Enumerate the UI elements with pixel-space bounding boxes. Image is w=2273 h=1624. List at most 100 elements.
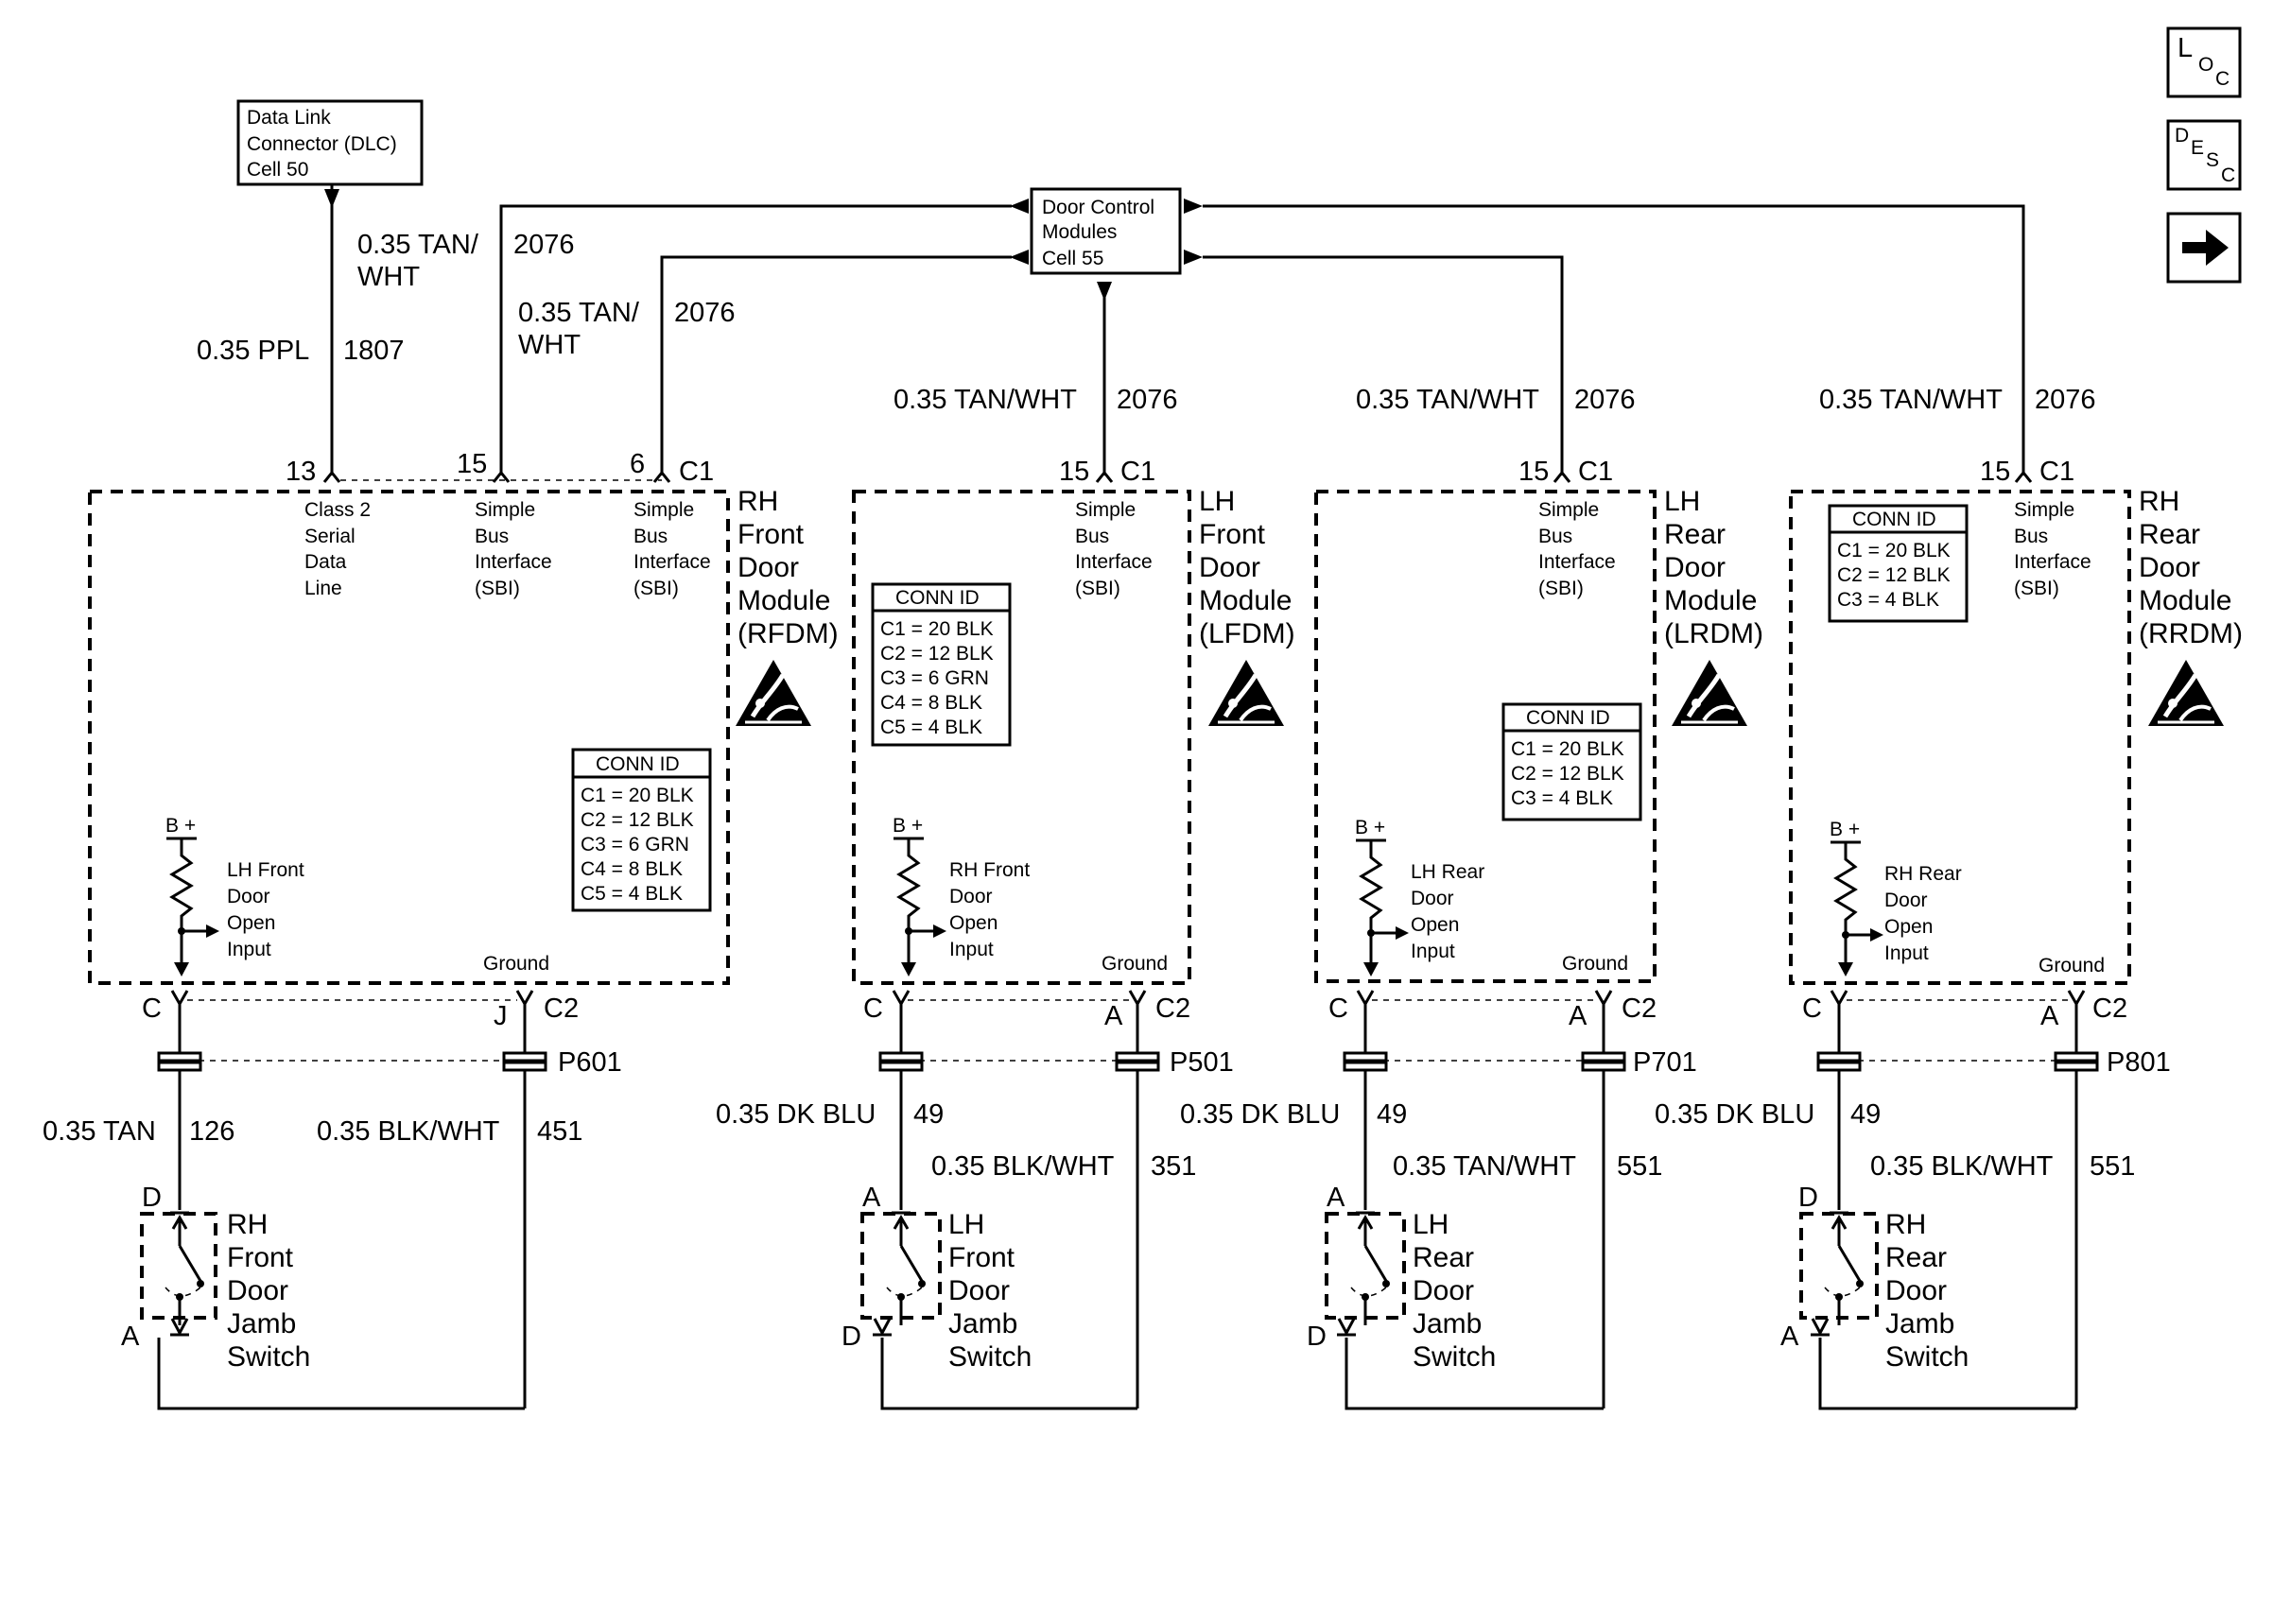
jamb-switch-lr: A D LH Rear Door Jamb Switch: [1307, 1183, 1604, 1410]
svg-text:Door: Door: [1885, 1275, 1947, 1306]
svg-text:Data: Data: [304, 551, 347, 573]
jamb-switch-lf: A D LH Front Door Jamb Switch: [842, 1183, 1137, 1410]
svg-text:Modules: Modules: [1042, 221, 1117, 243]
loc-button[interactable]: L O C: [2166, 26, 2242, 98]
svg-text:Cell 50: Cell 50: [247, 159, 308, 181]
svg-text:Simple: Simple: [633, 499, 694, 521]
svg-text:Door: Door: [1413, 1275, 1474, 1306]
svg-text:RH Front: RH Front: [949, 859, 1030, 881]
esd-warning-icon: [1672, 660, 1747, 726]
svg-text:2076: 2076: [2035, 385, 2096, 415]
svg-text:551: 551: [2090, 1151, 2135, 1182]
svg-text:Jamb: Jamb: [948, 1308, 1017, 1339]
svg-text:Door: Door: [949, 886, 993, 907]
svg-text:A: A: [1780, 1322, 1799, 1352]
svg-text:(SBI): (SBI): [475, 578, 520, 599]
svg-text:126: 126: [189, 1116, 234, 1147]
svg-text:C2 = 12 BLK: C2 = 12 BLK: [1837, 564, 1951, 586]
svg-text:C1 = 20 BLK: C1 = 20 BLK: [1837, 540, 1951, 561]
module-lrdm: 15 C1 Simple Bus Interface (SBI) CONN ID…: [1180, 457, 1763, 1410]
svg-text:0.35 TAN: 0.35 TAN: [43, 1116, 156, 1147]
wire-1807-size: 0.35 PPL: [197, 336, 309, 366]
svg-text:Bus: Bus: [1538, 526, 1572, 547]
module-lfdm: 15 C1 Simple Bus Interface (SBI) CONN ID…: [716, 457, 1295, 1410]
svg-text:C4 = 8 BLK: C4 = 8 BLK: [581, 858, 683, 880]
svg-text:B +: B +: [893, 815, 923, 837]
svg-text:Interface: Interface: [1075, 551, 1153, 573]
svg-text:P601: P601: [558, 1047, 622, 1078]
esd-warning-icon: [1208, 660, 1284, 726]
svg-text:Simple: Simple: [1075, 499, 1136, 521]
svg-text:C2: C2: [1622, 993, 1657, 1024]
svg-text:C: C: [1802, 993, 1822, 1024]
svg-text:0.35 DK BLU: 0.35 DK BLU: [1180, 1099, 1340, 1130]
esd-warning-icon: [736, 660, 811, 726]
svg-text:S: S: [2206, 149, 2219, 171]
svg-text:C1: C1: [1120, 457, 1155, 487]
svg-text:Ground: Ground: [483, 953, 549, 975]
svg-text:Bus: Bus: [1075, 526, 1109, 547]
svg-text:0.35 DK BLU: 0.35 DK BLU: [716, 1099, 876, 1130]
svg-text:P801: P801: [2107, 1047, 2171, 1078]
svg-text:Switch: Switch: [1413, 1341, 1496, 1373]
svg-text:49: 49: [913, 1099, 944, 1130]
svg-text:C5 = 4 BLK: C5 = 4 BLK: [880, 717, 982, 738]
svg-text:CONN ID: CONN ID: [1852, 509, 1936, 530]
jamb-switch-rr: D A RH Rear Door Jamb Switch: [1780, 1183, 2076, 1410]
svg-text:LH Rear: LH Rear: [1411, 861, 1484, 883]
svg-text:LH Front: LH Front: [227, 859, 304, 881]
svg-text:C5 = 4 BLK: C5 = 4 BLK: [581, 883, 683, 905]
bottom-wiring-lrdm: C A C2 P701 0.35 DK BLU 49 0.35 TAN/WHT …: [1180, 990, 1697, 1408]
conn-id-table: CONN ID C1 = 20 BLK C2 = 12 BLK C3 = 4 B…: [1828, 504, 1969, 623]
svg-text:(RFDM): (RFDM): [737, 618, 839, 649]
svg-text:D: D: [1307, 1322, 1327, 1352]
svg-text:LH: LH: [1664, 486, 1700, 517]
svg-text:B +: B +: [165, 815, 196, 837]
svg-text:Simple: Simple: [1538, 499, 1599, 521]
svg-text:RH Rear: RH Rear: [1884, 863, 1962, 885]
svg-text:A: A: [862, 1183, 881, 1213]
svg-text:Jamb: Jamb: [1413, 1308, 1482, 1339]
wire-1807-circuit: 1807: [343, 336, 405, 366]
svg-text:Bus: Bus: [475, 526, 509, 547]
svg-text:Input: Input: [1884, 942, 1929, 964]
svg-text:P701: P701: [1633, 1047, 1697, 1078]
svg-text:C3 = 6 GRN: C3 = 6 GRN: [581, 834, 689, 855]
svg-text:Door: Door: [227, 1275, 288, 1306]
svg-text:Rear: Rear: [1885, 1242, 1947, 1273]
svg-text:C: C: [863, 993, 883, 1024]
svg-text:Class 2: Class 2: [304, 499, 371, 521]
svg-text:RH: RH: [2139, 486, 2179, 517]
door-open-input: B + LH Front Door Open Input: [165, 815, 304, 976]
svg-text:C: C: [2221, 164, 2235, 186]
svg-text:Input: Input: [1411, 941, 1455, 962]
svg-text:0.35 DK BLU: 0.35 DK BLU: [1655, 1099, 1814, 1130]
next-arrow-button[interactable]: [2166, 212, 2242, 284]
svg-text:Cell 55: Cell 55: [1042, 248, 1103, 269]
svg-text:(SBI): (SBI): [1075, 578, 1120, 599]
svg-text:C4 = 8 BLK: C4 = 8 BLK: [880, 692, 982, 714]
door-open-input: B + RH Rear Door Open Input: [1830, 819, 1962, 976]
svg-text:L: L: [2178, 33, 2193, 63]
svg-text:49: 49: [1377, 1099, 1407, 1130]
svg-text:C3 = 4 BLK: C3 = 4 BLK: [1837, 589, 1939, 611]
svg-text:0.35 TAN/: 0.35 TAN/: [518, 298, 640, 328]
svg-text:RH: RH: [737, 486, 778, 517]
svg-text:0.35 BLK/WHT: 0.35 BLK/WHT: [1870, 1151, 2054, 1182]
svg-text:Module: Module: [737, 585, 830, 616]
svg-text:Front: Front: [1199, 519, 1266, 550]
svg-text:Open: Open: [949, 912, 998, 934]
svg-text:D: D: [1798, 1183, 1818, 1213]
svg-text:Module: Module: [1664, 585, 1757, 616]
desc-button[interactable]: D E S C: [2166, 119, 2242, 191]
svg-text:C3 = 6 GRN: C3 = 6 GRN: [880, 667, 989, 689]
svg-text:J: J: [494, 1001, 508, 1031]
svg-text:(SBI): (SBI): [633, 578, 679, 599]
svg-text:Door: Door: [1411, 888, 1454, 909]
svg-text:Simple: Simple: [2014, 499, 2074, 521]
svg-text:Ground: Ground: [1102, 953, 1168, 975]
svg-text:Ground: Ground: [2039, 955, 2105, 976]
svg-text:Interface: Interface: [2014, 551, 2091, 573]
svg-text:C: C: [142, 993, 162, 1024]
